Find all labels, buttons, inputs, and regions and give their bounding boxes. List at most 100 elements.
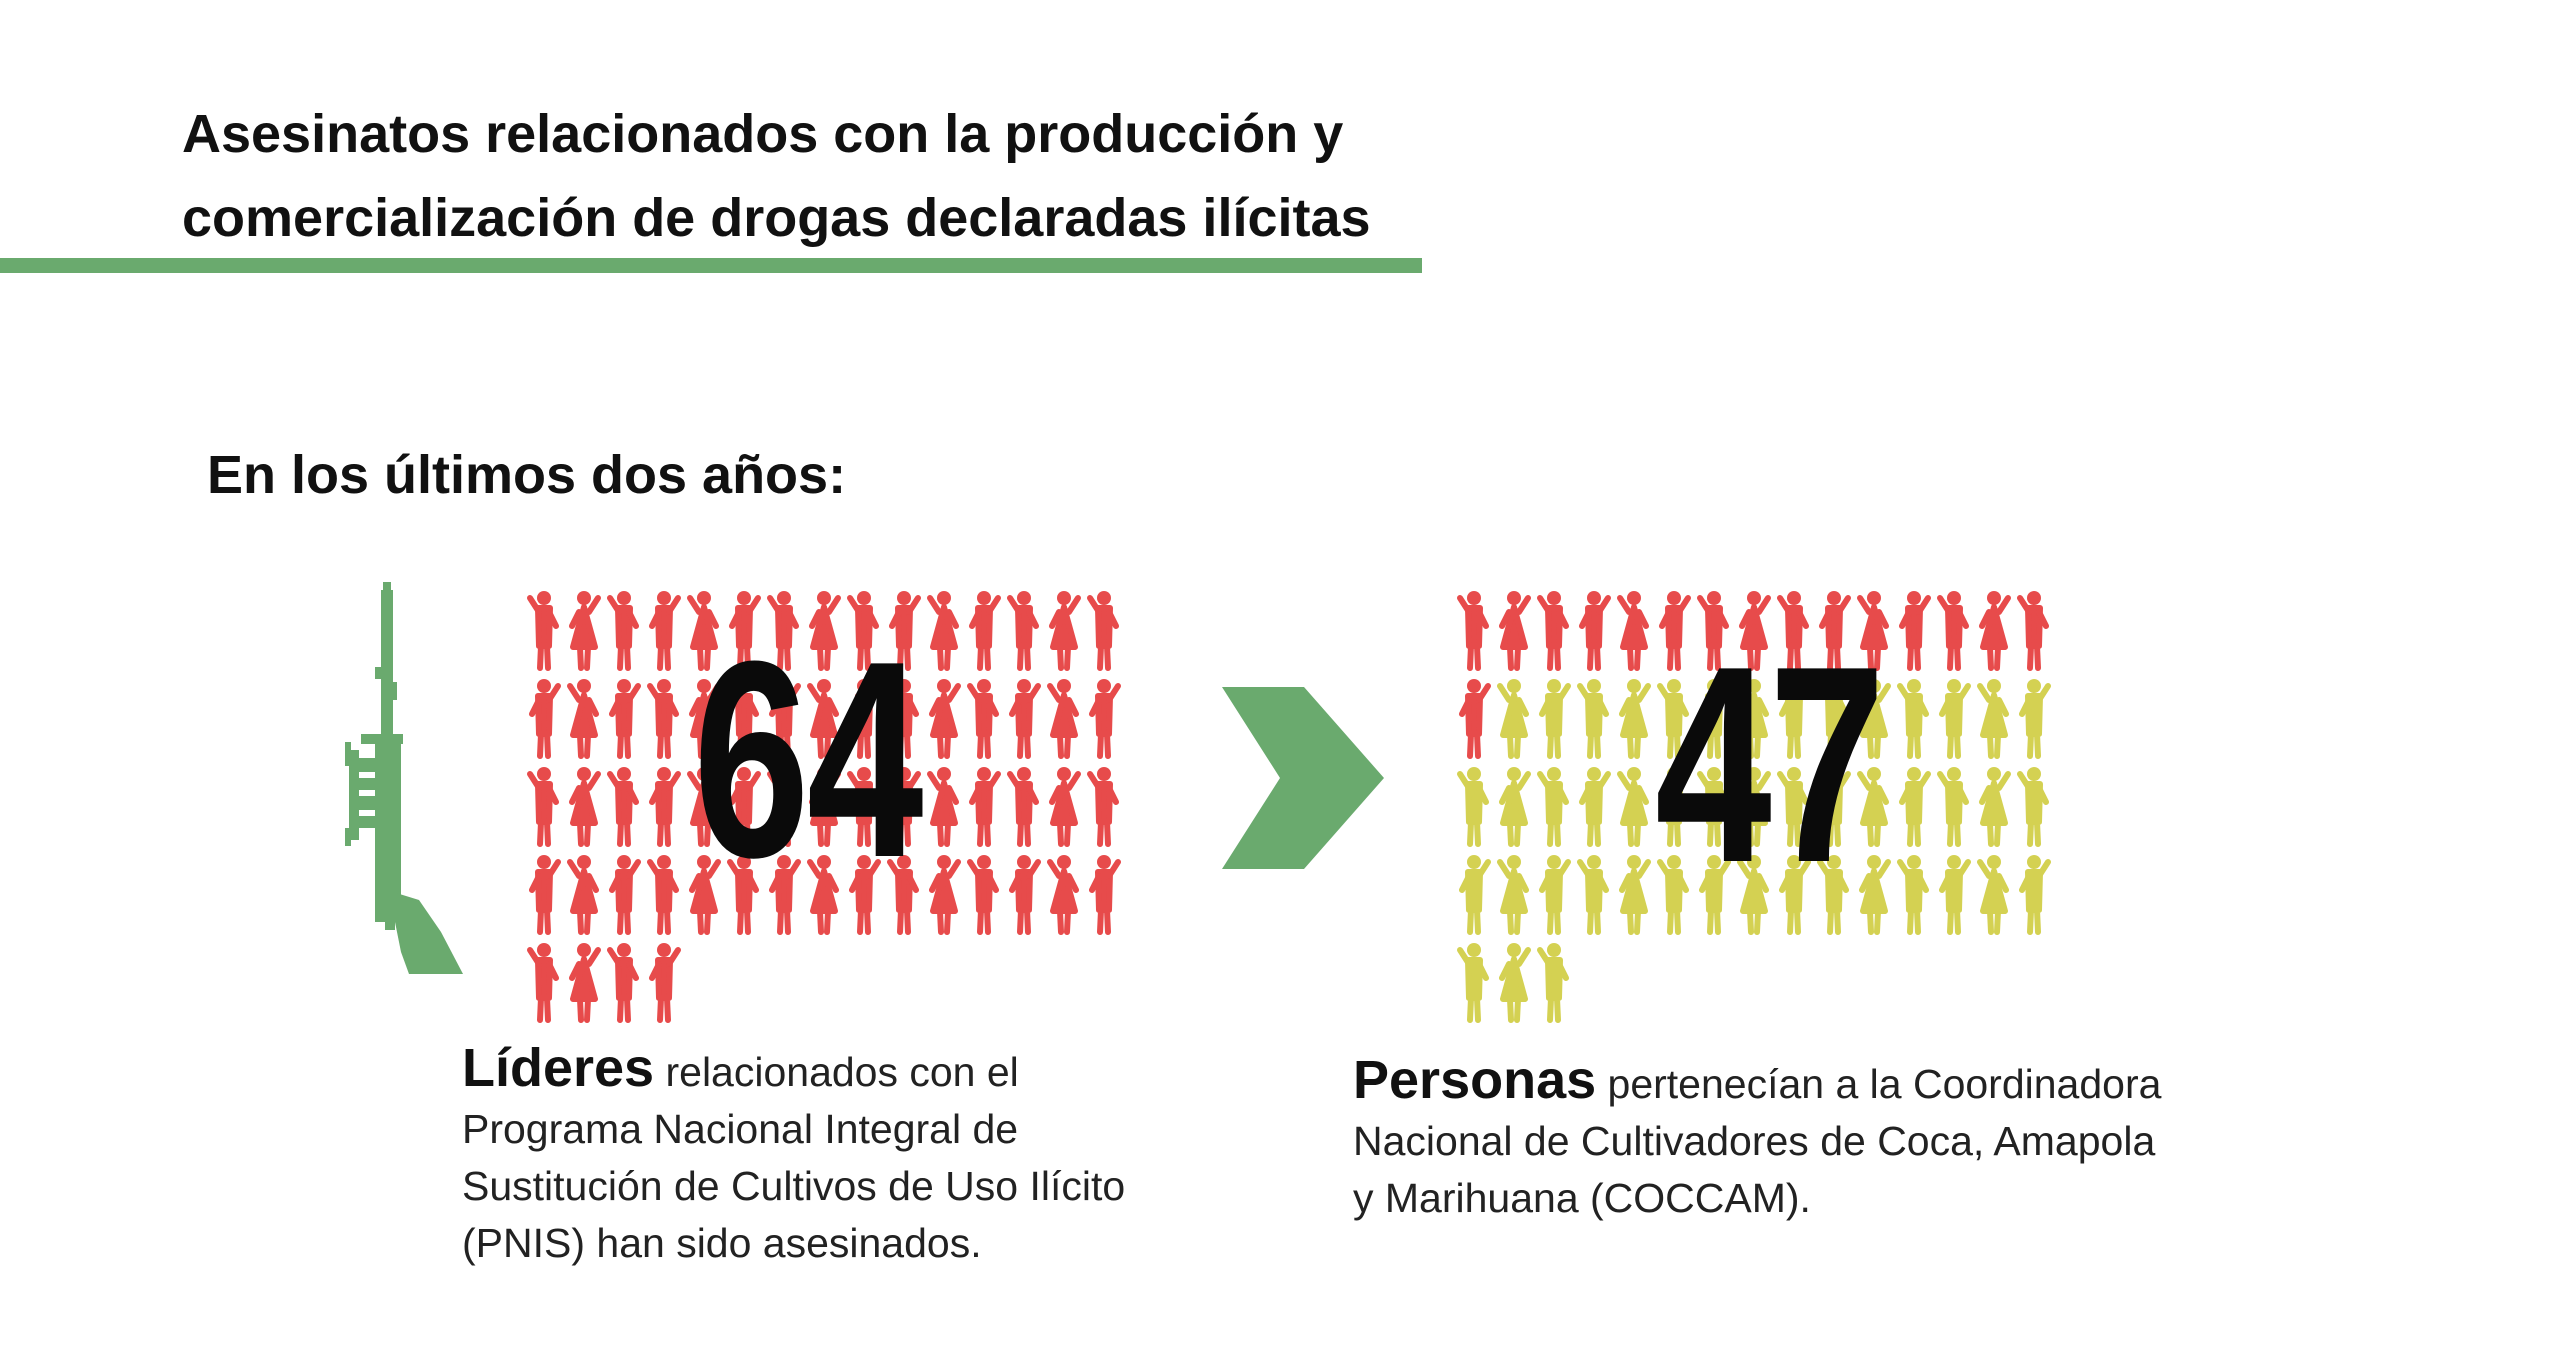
person-icon (1539, 855, 1571, 935)
person-icon (1087, 767, 1119, 847)
person-icon (967, 679, 999, 759)
person-icon (1619, 855, 1651, 935)
person-icon (887, 855, 919, 935)
person-icon (649, 591, 681, 671)
person-icon (1089, 855, 1121, 935)
person-icon (609, 679, 641, 759)
leaders-description: Líderes relacionados con el Programa Nac… (462, 1040, 1222, 1272)
person-icon (1897, 679, 1929, 759)
person-icon (1577, 679, 1609, 759)
person-icon (1979, 767, 2011, 847)
person-icon (1659, 591, 1691, 671)
person-icon (569, 767, 601, 847)
person-icon (649, 767, 681, 847)
person-icon (1537, 943, 1569, 1023)
subtitle: En los últimos dos años: (207, 445, 847, 505)
title-line-1: Asesinatos relacionados con la producció… (182, 104, 1344, 164)
person-icon (1009, 679, 1041, 759)
person-icon (1737, 679, 1769, 759)
person-icon (1777, 591, 1809, 671)
person-icon (1617, 767, 1649, 847)
person-icon (1579, 591, 1611, 671)
person-icon (727, 679, 759, 759)
person-icon (1779, 855, 1811, 935)
person-icon (689, 679, 721, 759)
person-icon (569, 943, 601, 1023)
leaders-desc-line-1: relacionados con el (654, 1049, 1019, 1095)
person-icon (1779, 679, 1811, 759)
leaders-desc-line-3: Sustitución de Cultivos de Uso Ilícito (462, 1163, 1126, 1209)
person-icon (1499, 943, 1531, 1023)
leaders-desc-line-2: Programa Nacional Integral de (462, 1106, 1019, 1152)
person-icon (1697, 767, 1729, 847)
person-icon (1049, 591, 1081, 671)
person-icon (1497, 679, 1529, 759)
person-icon (969, 591, 1001, 671)
person-icon (1459, 679, 1491, 759)
person-icon (1817, 679, 1849, 759)
person-icon (1577, 855, 1609, 935)
person-icon (727, 855, 759, 935)
person-icon (607, 767, 639, 847)
leaders-count: 64 (693, 604, 924, 916)
person-icon (1457, 591, 1489, 671)
people-grid-leaders (527, 590, 1168, 1030)
person-icon (2017, 767, 2049, 847)
person-icon (1089, 679, 1121, 759)
person-icon (1819, 591, 1851, 671)
page-title: Asesinatos relacionados con la producció… (182, 92, 1422, 260)
person-icon (527, 767, 559, 847)
person-icon (1859, 855, 1891, 935)
person-icon (849, 679, 881, 759)
person-icon (1937, 767, 1969, 847)
people-grid-coccam (1457, 590, 2098, 1030)
person-icon (1857, 767, 1889, 847)
person-icon (687, 591, 719, 671)
person-icon (2019, 855, 2051, 935)
person-icon (529, 855, 561, 935)
person-icon (809, 767, 841, 847)
person-icon (849, 855, 881, 935)
people-grid-leaders-svg (527, 591, 1121, 1023)
person-icon (969, 767, 1001, 847)
person-icon (1777, 767, 1809, 847)
person-icon (1977, 855, 2009, 935)
person-icon (887, 679, 919, 759)
person-icon (1739, 591, 1771, 671)
people-grid-coccam-svg (1457, 591, 2051, 1023)
person-icon (647, 855, 679, 935)
coccam-desc-line-2: Nacional de Cultivadores de Coca, Amapol… (1353, 1118, 2156, 1164)
person-icon (2019, 679, 2051, 759)
person-icon (1979, 591, 2011, 671)
person-icon (1739, 767, 1771, 847)
person-icon (1659, 767, 1691, 847)
person-icon (689, 855, 721, 935)
person-icon (1579, 767, 1611, 847)
person-icon (1977, 679, 2009, 759)
title-underline (0, 258, 1422, 273)
person-icon (1617, 591, 1649, 671)
person-icon (647, 679, 679, 759)
person-icon (687, 767, 719, 847)
person-icon (929, 855, 961, 935)
person-icon (847, 767, 879, 847)
person-icon (1049, 767, 1081, 847)
person-icon (569, 591, 601, 671)
person-icon (889, 591, 921, 671)
person-icon (1087, 591, 1119, 671)
person-icon (1047, 679, 1079, 759)
person-icon (1047, 855, 1079, 935)
person-icon (1619, 679, 1651, 759)
person-icon (1859, 679, 1891, 759)
person-icon (609, 855, 641, 935)
person-icon (1737, 855, 1769, 935)
person-icon (649, 943, 681, 1023)
coccam-bold-label: Personas (1353, 1050, 1597, 1110)
person-icon (1459, 855, 1491, 935)
person-icon (807, 855, 839, 935)
person-icon (529, 679, 561, 759)
person-icon (1697, 591, 1729, 671)
person-icon (1817, 855, 1849, 935)
person-icon (567, 679, 599, 759)
person-icon (1657, 679, 1689, 759)
